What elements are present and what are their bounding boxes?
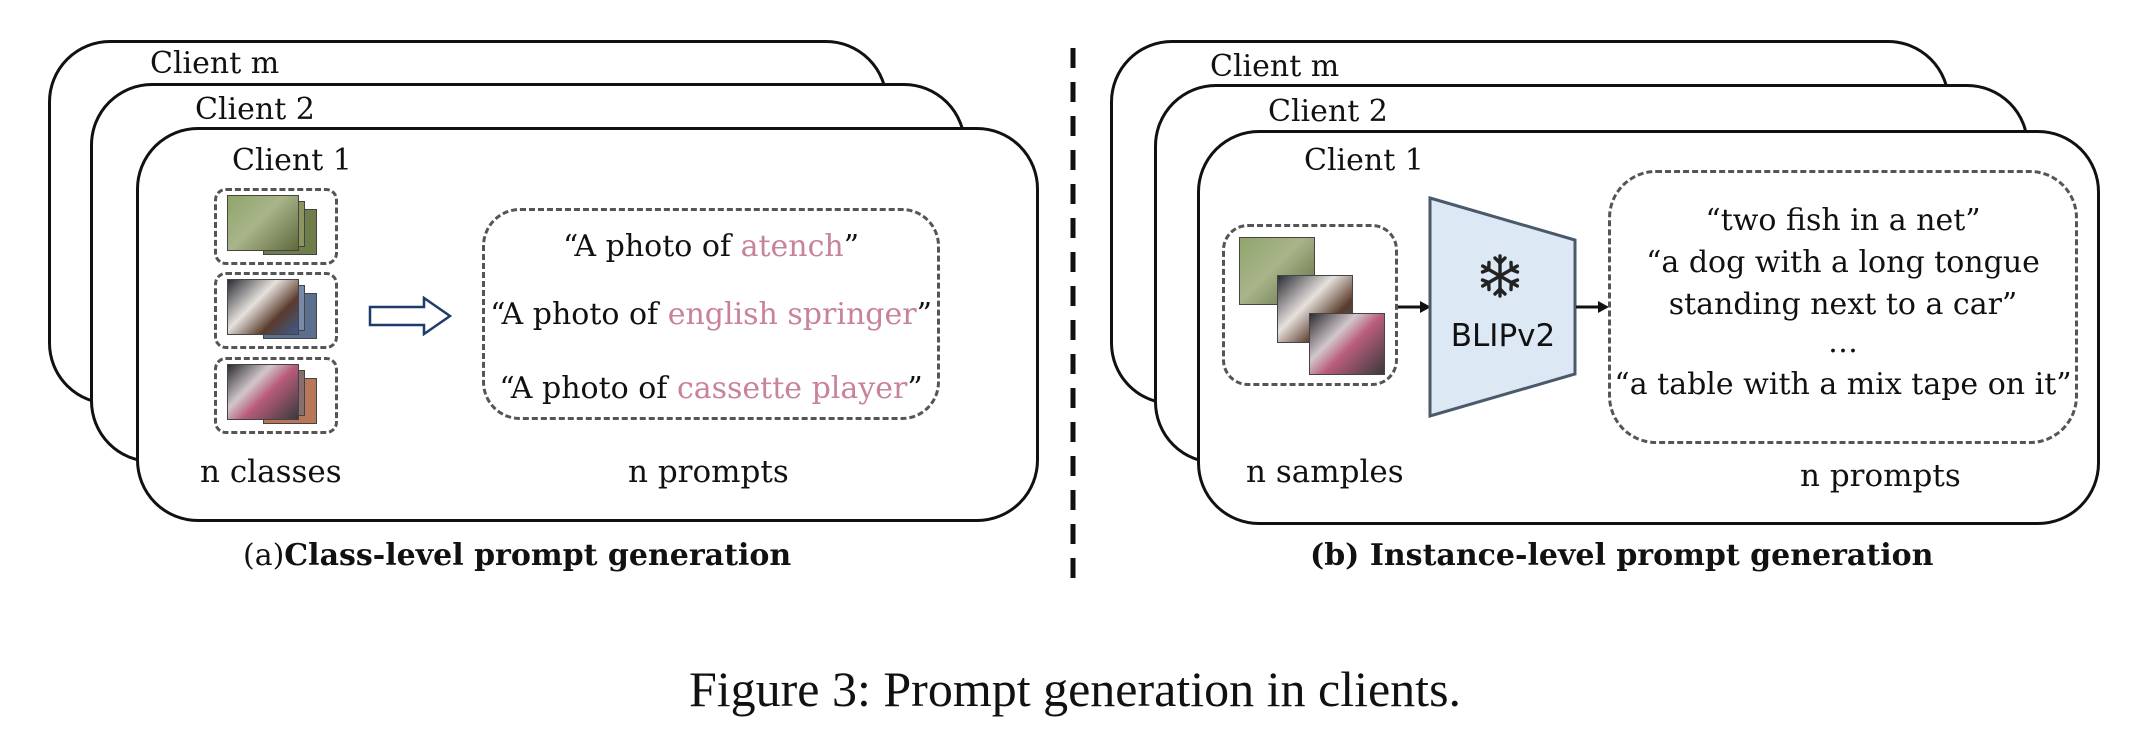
class-prompt-3: “A photo of cassette player”	[499, 371, 923, 406]
blipv2-model-shape	[1428, 196, 1577, 418]
fish-image	[227, 195, 299, 251]
class-image-cassette	[214, 357, 338, 434]
cassette-image	[227, 364, 299, 420]
panel-b-caption: (b) Instance-level prompt generation	[1310, 538, 1934, 573]
client-m-label-b: Client m	[1210, 49, 1340, 84]
instance-prompt-1: “two fish in a net”	[1705, 203, 1981, 238]
instance-prompt-2a: “a dog with a long tongue	[1646, 245, 2040, 280]
class-prompt-1: “A photo of atench”	[562, 229, 860, 264]
class-prompts-box: “A photo of atench” “A photo of english …	[482, 208, 940, 420]
class-name-1: atench	[740, 229, 844, 264]
figure-caption: Figure 3: Prompt generation in clients.	[688, 661, 1462, 717]
instance-prompt-3: “a table with a mix tape on it”	[1614, 367, 2072, 402]
snowflake-icon	[1480, 254, 1520, 298]
client-1-label-a: Client 1	[232, 143, 352, 178]
hollow-right-arrow-icon	[368, 296, 452, 336]
n-prompts-label-a: n prompts	[628, 454, 789, 490]
client-m-label-a: Client m	[150, 46, 280, 81]
class-name-3: cassette player	[676, 371, 908, 406]
cassette-sample-image	[1309, 313, 1385, 375]
dog-image	[227, 279, 299, 335]
panel-a-caption: (a)Class-level prompt generation	[243, 538, 792, 573]
n-prompts-label-b: n prompts	[1800, 458, 1961, 494]
client-1-label-b: Client 1	[1304, 143, 1424, 178]
class-name-2: english springer	[667, 297, 917, 332]
class-image-dog	[214, 272, 338, 349]
instance-prompt-2b: standing next to a car”	[1668, 287, 2018, 322]
class-prompt-2: “A photo of english springer”	[490, 297, 932, 332]
arrow-to-model-icon	[1398, 301, 1431, 313]
n-samples-label: n samples	[1246, 454, 1404, 490]
instance-samples-box	[1222, 224, 1398, 386]
ellipsis: …	[1828, 325, 1858, 360]
n-classes-label: n classes	[200, 454, 342, 490]
blipv2-label: BLIPv2	[1450, 318, 1556, 354]
panel-divider	[1070, 48, 1076, 578]
client-2-label-b: Client 2	[1268, 94, 1388, 129]
client-2-label-a: Client 2	[195, 92, 315, 127]
instance-prompts-box: “two fish in a net” “a dog with a long t…	[1608, 170, 2078, 444]
arrow-to-prompts-icon	[1576, 301, 1609, 313]
class-image-fish	[214, 188, 338, 265]
